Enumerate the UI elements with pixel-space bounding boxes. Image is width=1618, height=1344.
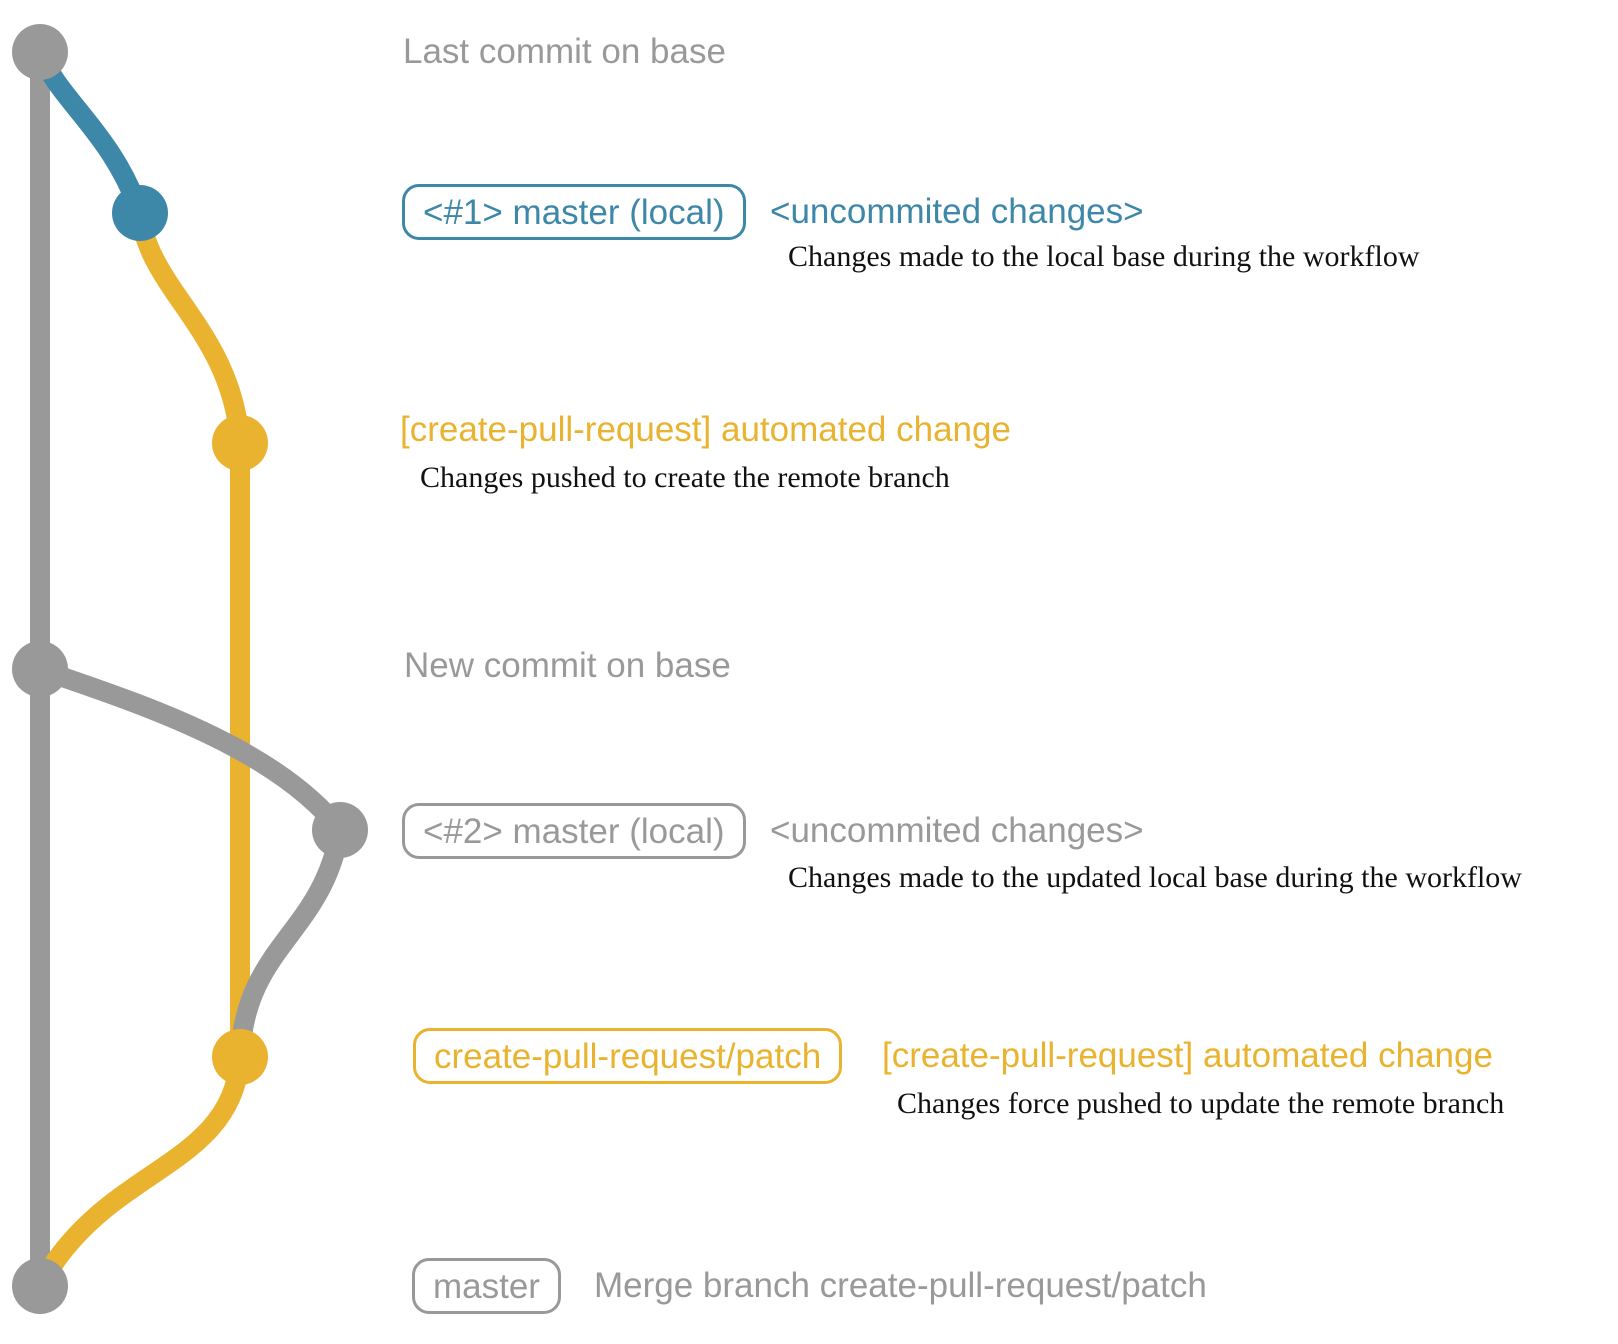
branch-pill-master: master — [412, 1258, 561, 1314]
caption-local-base-changes: Changes made to the local base during th… — [788, 240, 1420, 273]
patch-branch-edge — [130, 203, 250, 1067]
branch-pill-create-pull-request-patch: create-pull-request/patch — [413, 1028, 843, 1084]
caption-push-create-remote-branch: Changes pushed to create the remote bran… — [420, 461, 950, 494]
caption-force-push-update-remote-branch: Changes force pushed to update the remot… — [897, 1087, 1505, 1120]
heading-new-commit-on-base: New commit on base — [404, 646, 731, 685]
commit-node-local-master-1 — [112, 185, 168, 241]
commit-node-last-base — [12, 24, 68, 80]
commit-node-patch-1 — [212, 415, 268, 471]
commit-message-merge-branch: Merge branch create-pull-request/patch — [594, 1266, 1207, 1305]
branch-pill-master-local-1: <#1> master (local) — [402, 184, 746, 240]
note-uncommitted-changes-2: <uncommited changes> — [770, 811, 1144, 850]
git-graph — [12, 24, 368, 1314]
commit-node-new-base — [12, 641, 68, 697]
commit-message-automated-change-2: [create-pull-request] automated change — [882, 1036, 1493, 1075]
commit-message-automated-change-1: [create-pull-request] automated change — [400, 410, 1011, 449]
commit-node-local-master-2 — [312, 802, 368, 858]
patch-merge-edge — [30, 1047, 250, 1296]
caption-updated-local-base-changes: Changes made to the updated local base d… — [788, 861, 1522, 894]
local-master-1-branch-edge — [30, 42, 150, 223]
note-uncommitted-changes-1: <uncommited changes> — [770, 192, 1144, 231]
commit-node-merge — [12, 1258, 68, 1314]
branch-pill-master-local-2: <#2> master (local) — [402, 803, 746, 859]
heading-last-commit-on-base: Last commit on base — [403, 32, 726, 71]
commit-node-patch-2 — [212, 1029, 268, 1085]
local-master-2-merge-edge — [230, 820, 350, 1067]
local-master-2-branch-edge — [30, 659, 350, 840]
